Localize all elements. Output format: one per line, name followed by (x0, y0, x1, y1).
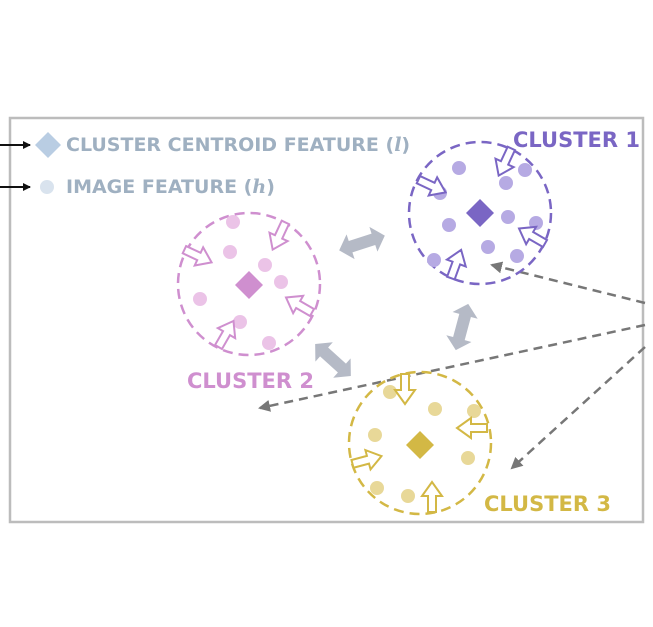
image-feature-point (481, 240, 495, 254)
image-feature-point (510, 249, 524, 263)
repel-arrow-icon (306, 334, 360, 386)
image-feature-point (461, 451, 475, 465)
repel-arrows (306, 223, 481, 386)
cluster-1-boundary (407, 140, 553, 286)
pull-arrow-icon (394, 373, 416, 405)
image-feature-point (274, 275, 288, 289)
cluster-2-label: CLUSTER 2 (187, 369, 314, 393)
dashed-arrows (258, 261, 646, 470)
cluster-3-centroid-diamond-icon (406, 431, 434, 459)
image-feature-point (467, 404, 481, 418)
image-feature-point (501, 210, 515, 224)
dashed-arrow-cluster1 (490, 261, 646, 305)
image-feature-point (499, 176, 513, 190)
legend: CLUSTER CENTROID FEATURE (l) IMAGE FEATU… (0, 132, 410, 198)
cluster-1-centroid-diamond-icon (466, 199, 494, 227)
image-feature-point (368, 428, 382, 442)
pull-arrow-icon (179, 239, 217, 273)
dashed-arrow-cluster2 (258, 323, 646, 412)
image-feature-point (452, 161, 466, 175)
cluster-2-centroid-diamond-icon (235, 271, 263, 299)
repel-arrow-icon (443, 300, 481, 354)
image-feature-point (401, 489, 415, 503)
image-feature-point (427, 253, 441, 267)
centroid-diamond-icon (35, 132, 61, 158)
dashed-arrow-cluster3 (510, 346, 646, 470)
cluster-3-boundary (347, 370, 493, 516)
image-feature-point (383, 385, 397, 399)
cluster-1-label: CLUSTER 1 (513, 128, 640, 152)
image-feature-point (442, 218, 456, 232)
pull-arrow-icon (262, 217, 296, 255)
repel-arrow-icon (335, 223, 389, 263)
cluster-3-label: CLUSTER 3 (484, 492, 611, 516)
legend-centroid-text: CLUSTER CENTROID FEATURE (l) (66, 134, 410, 156)
diagram-frame (8, 116, 645, 524)
image-feature-point (518, 163, 532, 177)
image-feature-point (258, 258, 272, 272)
image-feature-point (233, 315, 247, 329)
image-feature-point (223, 245, 237, 259)
cluster-2-boundary (176, 211, 322, 357)
cluster-1 (407, 140, 553, 286)
pull-arrow-icon (456, 417, 488, 439)
image-feature-dot-icon (40, 180, 54, 194)
legend-image-text: IMAGE FEATURE (h) (66, 176, 275, 198)
image-feature-point (226, 215, 240, 229)
cluster-3 (347, 370, 493, 516)
image-feature-point (370, 481, 384, 495)
image-feature-point (193, 292, 207, 306)
cluster-2 (176, 211, 322, 357)
pull-arrow-icon (421, 481, 443, 513)
image-feature-point (428, 402, 442, 416)
image-feature-point (262, 336, 276, 350)
